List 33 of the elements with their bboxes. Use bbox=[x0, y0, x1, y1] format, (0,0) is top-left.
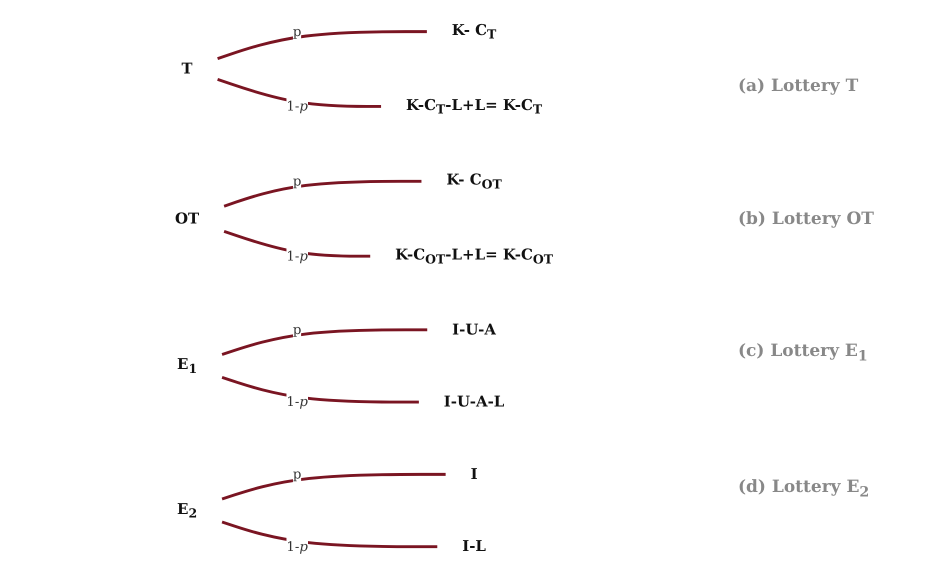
node-text: I-U-A bbox=[452, 321, 496, 339]
figure-caption: (c) Lottery E$_{1}$ bbox=[738, 341, 869, 365]
edge-label: 1-p bbox=[286, 98, 308, 114]
edge-label: 1-p bbox=[286, 538, 308, 554]
connector bbox=[224, 230, 370, 258]
connector bbox=[224, 180, 422, 208]
node-text: E$_{1}$ bbox=[177, 356, 198, 376]
edge-label: p bbox=[292, 23, 302, 40]
connector bbox=[222, 328, 428, 356]
figure-caption: (b) Lottery OT bbox=[738, 208, 875, 229]
node-text: T bbox=[182, 60, 193, 78]
edge-label: 1-p bbox=[286, 394, 308, 410]
connector bbox=[222, 520, 438, 548]
figure-caption: (a) Lottery T bbox=[738, 76, 860, 96]
connector bbox=[217, 30, 427, 60]
figure-caption: (d) Lottery E$_{2}$ bbox=[738, 477, 870, 501]
node-text: OT bbox=[175, 210, 200, 228]
edge-label: p bbox=[292, 321, 302, 338]
node-text: K-C$_{OT}$-L+L= K-C$_{OT}$ bbox=[395, 246, 553, 267]
node-text: I-L bbox=[462, 538, 486, 556]
tree-diagram: p 1-p p 1-p p 1-p p 1-p T K- C$_{T}$ K-C$_{T}$-L+L= K-C$_{T}$ OT K- C$_{OT}$ K-C$_{OT}$-L+L= K-C$_{OT}$ E$_{1}$ I-U-A I-U-A-L E$_{2}$ I I-L bbox=[0, 0, 728, 577]
node-text: K- C$_{T}$ bbox=[452, 22, 496, 42]
node-text: K- C$_{OT}$ bbox=[446, 171, 502, 192]
connector bbox=[222, 472, 446, 500]
node-text: K-C$_{T}$-L+L= K-C$_{T}$ bbox=[406, 96, 542, 117]
edge-label: 1-p bbox=[286, 248, 308, 264]
edge-label: p bbox=[292, 466, 302, 482]
node-text: I bbox=[470, 466, 478, 484]
edge-label: p bbox=[292, 173, 302, 189]
connector bbox=[222, 376, 419, 404]
node-text: E$_{2}$ bbox=[177, 500, 198, 521]
connector bbox=[217, 78, 382, 108]
node-text: I-U-A-L bbox=[444, 393, 504, 411]
